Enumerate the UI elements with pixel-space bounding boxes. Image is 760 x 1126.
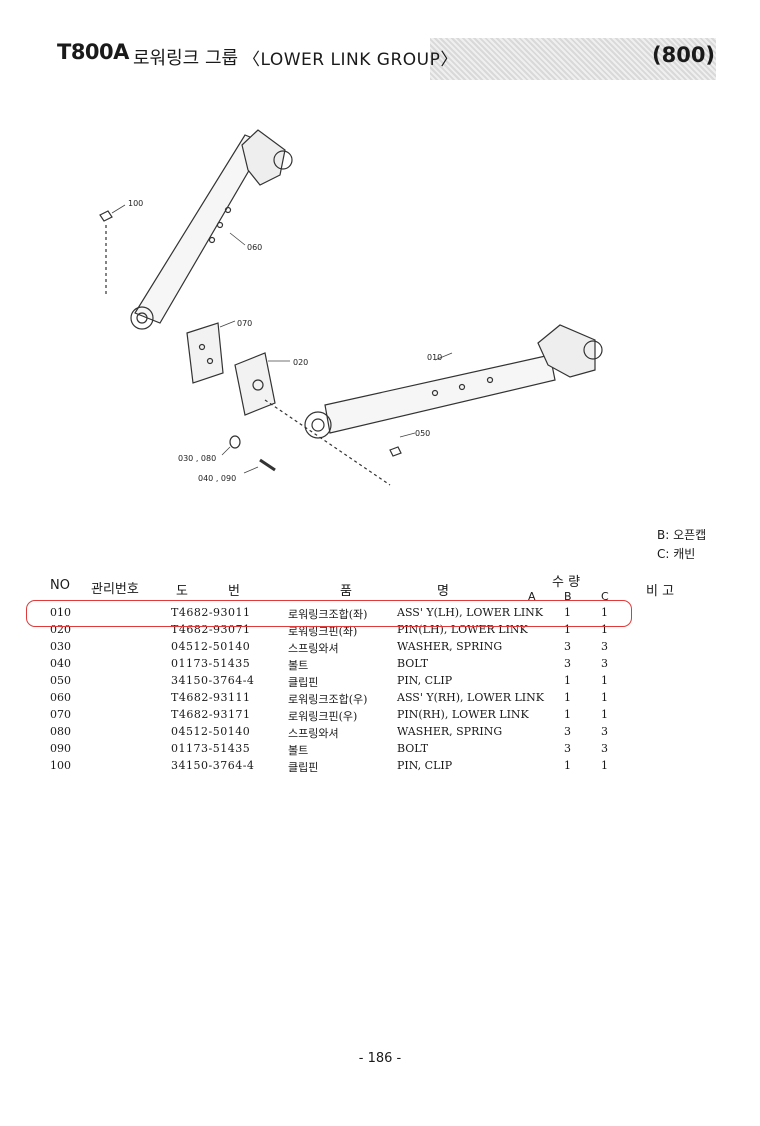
header-quantity: 수 량 — [552, 575, 581, 590]
row-qty-a: 3 — [564, 725, 571, 738]
header-management-no: 관리번호 — [91, 582, 139, 597]
table-row: 010 T4682-93011 로워링크조합(좌) ASS' Y(LH), LO… — [0, 606, 760, 623]
callout-020: 020 — [293, 358, 308, 367]
row-no: 050 — [50, 674, 71, 687]
row-part-no: 04512-50140 — [171, 725, 251, 738]
table-row: 060 T4682-93111 로워링크조합(우) ASS' Y(RH), LO… — [0, 691, 760, 708]
row-no: 100 — [50, 759, 71, 772]
callout-010: 010 — [427, 353, 442, 362]
row-part-no: 34150-3764-4 — [171, 674, 255, 687]
row-name-en: WASHER, SPRING — [397, 640, 503, 653]
row-qty-c: 1 — [601, 606, 608, 619]
row-qty-c: 3 — [601, 725, 608, 738]
row-part-no: 01173-51435 — [171, 657, 251, 670]
row-name-kr: 로워링크조합(좌) — [288, 608, 368, 621]
row-name-kr: 볼트 — [288, 659, 309, 672]
row-name-en: WASHER, SPRING — [397, 725, 503, 738]
header-name-2: 명 — [437, 584, 449, 599]
group-title-english: 〈LOWER LINK GROUP〉 — [243, 50, 458, 70]
table-row: 080 04512-50140 스프링와셔 WASHER, SPRING 3 3 — [0, 725, 760, 742]
row-name-kr: 로워링크핀(좌) — [288, 625, 358, 638]
row-part-no: 34150-3764-4 — [171, 759, 255, 772]
header-col-c: C — [601, 590, 609, 603]
table-row: 030 04512-50140 스프링와셔 WASHER, SPRING 3 3 — [0, 640, 760, 657]
callout-100: 100 — [128, 199, 143, 208]
row-no: 040 — [50, 657, 71, 670]
row-qty-a: 1 — [564, 691, 571, 704]
row-name-en: PIN, CLIP — [397, 674, 453, 687]
callout-030-080: 030 , 080 — [178, 454, 216, 463]
row-qty-c: 1 — [601, 691, 608, 704]
row-part-no: T4682-93111 — [171, 691, 251, 704]
row-name-en: BOLT — [397, 657, 429, 670]
row-qty-c: 1 — [601, 623, 608, 636]
row-qty-a: 1 — [564, 674, 571, 687]
row-no: 010 — [50, 606, 71, 619]
row-name-kr: 클립핀 — [288, 676, 319, 689]
row-name-kr: 스프링와셔 — [288, 642, 339, 655]
callout-070: 070 — [237, 319, 252, 328]
row-qty-c: 1 — [601, 674, 608, 687]
row-part-no: 01173-51435 — [171, 742, 251, 755]
row-no: 090 — [50, 742, 71, 755]
model-name: T800A — [57, 40, 129, 64]
row-name-kr: 클립핀 — [288, 761, 319, 774]
header-remarks: 비 고 — [646, 584, 675, 599]
callout-050: 050 — [415, 429, 430, 438]
table-row: 050 34150-3764-4 클립핀 PIN, CLIP 1 1 — [0, 674, 760, 691]
link-pin-lh — [234, 352, 276, 416]
row-qty-c: 3 — [601, 640, 608, 653]
header-no: NO — [50, 578, 70, 593]
row-highlight-annotation — [26, 600, 632, 627]
row-part-no: T4682-93011 — [171, 606, 251, 619]
row-name-en: ASS' Y(RH), LOWER LINK — [397, 691, 544, 704]
table-row: 040 01173-51435 볼트 BOLT 3 3 — [0, 657, 760, 674]
legend-c: C: 캐빈 — [657, 547, 696, 561]
row-name-en: PIN, CLIP — [397, 759, 453, 772]
row-no: 080 — [50, 725, 71, 738]
row-name-kr: 볼트 — [288, 744, 309, 757]
row-part-no: T4682-93171 — [171, 708, 251, 721]
header-col-b: B — [564, 590, 572, 603]
page-number: - 186 - — [358, 1051, 402, 1066]
link-pin-rh — [186, 322, 224, 384]
row-qty-c: 3 — [601, 742, 608, 755]
row-qty-c: 1 — [601, 708, 608, 721]
row-part-no: 04512-50140 — [171, 640, 251, 653]
row-name-en: ASS' Y(LH), LOWER LINK — [397, 606, 544, 619]
row-no: 060 — [50, 691, 71, 704]
row-name-en: BOLT — [397, 742, 429, 755]
lower-link-lh — [324, 354, 556, 434]
row-qty-a: 3 — [564, 742, 571, 755]
header-drawing-2: 번 — [228, 584, 240, 599]
section-number: (800) — [652, 43, 716, 67]
table-row: 100 34150-3764-4 클립핀 PIN, CLIP 1 1 — [0, 759, 760, 776]
row-qty-a: 1 — [564, 759, 571, 772]
legend-b: B: 오픈캡 — [657, 528, 707, 542]
group-title-korean: 로워링크 그룹 — [133, 48, 239, 69]
lower-link-rh — [134, 134, 266, 324]
table-row: 090 01173-51435 볼트 BOLT 3 3 — [0, 742, 760, 759]
row-name-kr: 로워링크조합(우) — [288, 693, 368, 706]
exploded-parts-diagram: 100 060 070 020 010 050 030 , 080 040 , … — [99, 129, 603, 486]
header-band — [430, 38, 716, 80]
row-qty-a: 1 — [564, 606, 571, 619]
row-qty-a: 3 — [564, 657, 571, 670]
row-name-kr: 로워링크핀(우) — [288, 710, 358, 723]
row-no: 030 — [50, 640, 71, 653]
row-qty-c: 1 — [601, 759, 608, 772]
row-name-en: PIN(RH), LOWER LINK — [397, 708, 529, 721]
row-qty-a: 1 — [564, 708, 571, 721]
row-name-kr: 스프링와셔 — [288, 727, 339, 740]
row-qty-a: 1 — [564, 623, 571, 636]
row-no: 070 — [50, 708, 71, 721]
table-row: 070 T4682-93171 로워링크핀(우) PIN(RH), LOWER … — [0, 708, 760, 725]
header-drawing-1: 도 — [176, 584, 188, 599]
row-qty-c: 3 — [601, 657, 608, 670]
header-col-a: A — [528, 590, 536, 603]
header-name-1: 품 — [340, 584, 352, 599]
callout-060: 060 — [247, 243, 262, 252]
callout-040-090: 040 , 090 — [198, 474, 236, 483]
row-qty-a: 3 — [564, 640, 571, 653]
